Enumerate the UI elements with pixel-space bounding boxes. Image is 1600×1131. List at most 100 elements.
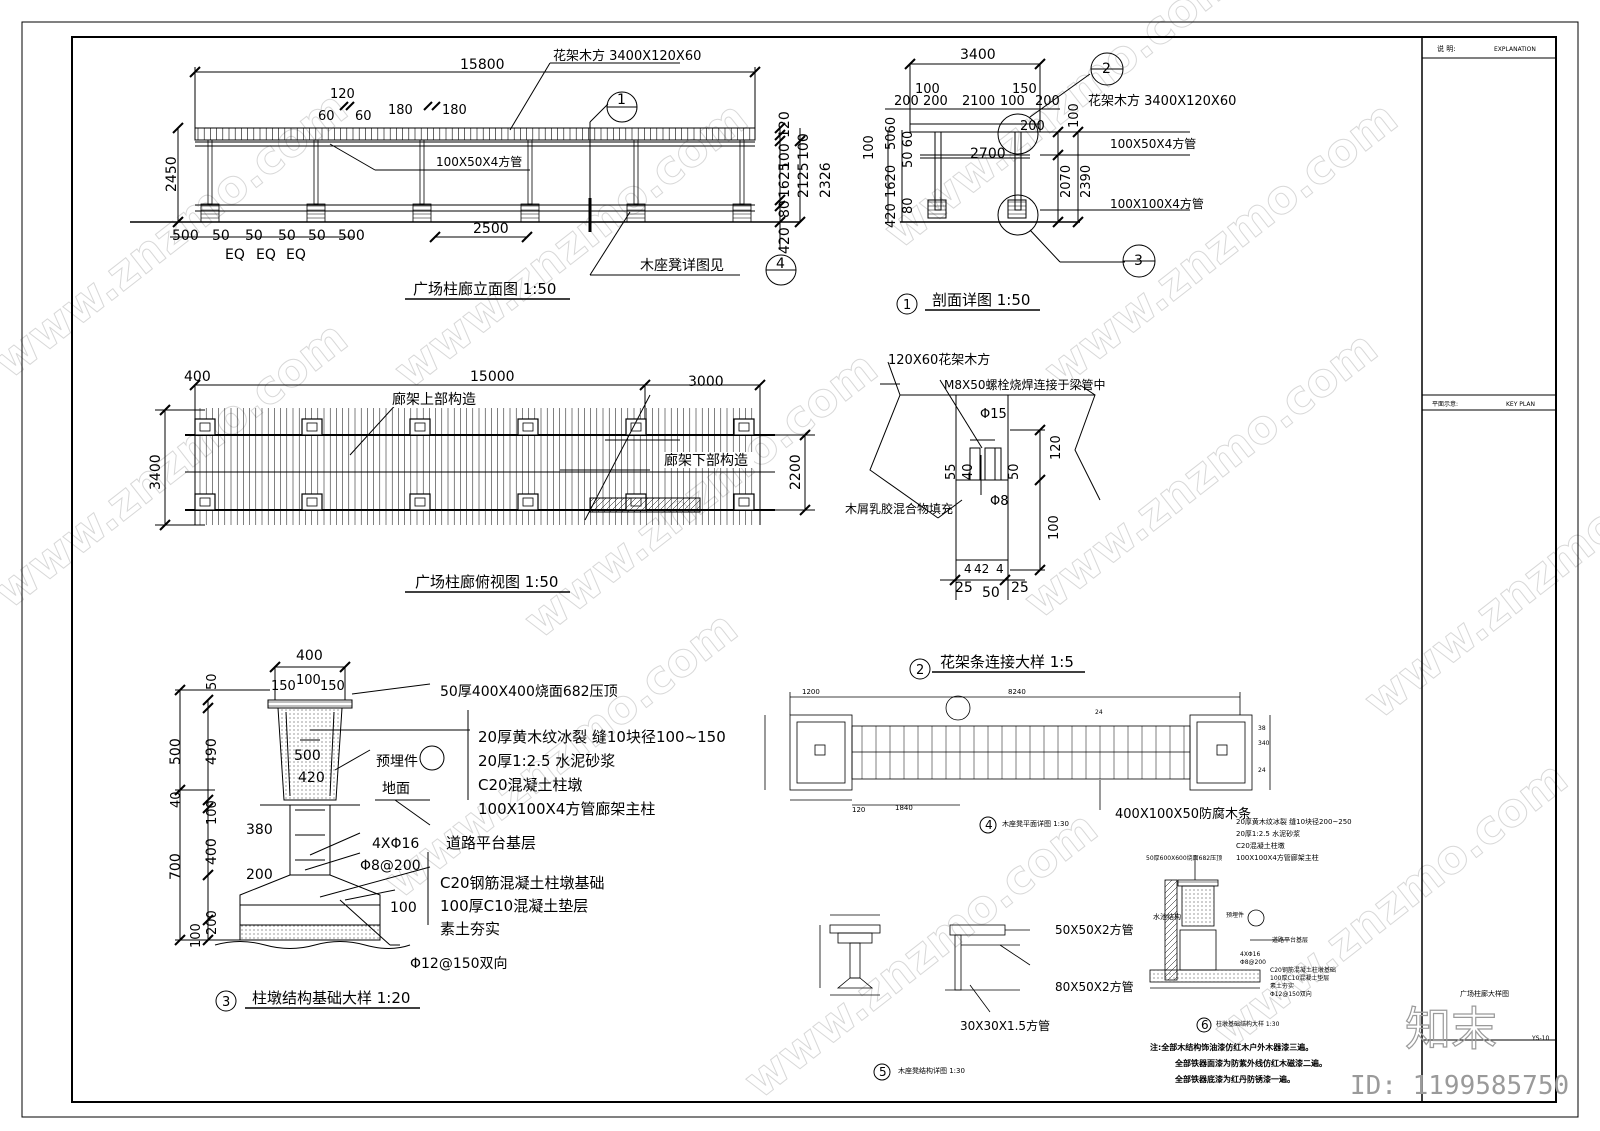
post-plan-inner — [414, 422, 426, 432]
d3-layer: 20厚黄木纹冰裂 缝10块径100~150 — [478, 728, 726, 746]
general-notes: 注:全部木结构饰油漆仿红木户外木器漆三遍。 全部铁器面漆为防紫外线仿红木磁漆二遍… — [1150, 1042, 1327, 1084]
elev-eq: EQ — [225, 247, 245, 263]
d2-bottom-dim: 42 — [974, 562, 989, 576]
d3-left-dim: 100 — [205, 800, 220, 825]
post-plan-inner — [306, 497, 318, 507]
d3-ground: 地面 — [382, 781, 410, 797]
section-left-dim: 420 — [884, 203, 899, 228]
post-plan — [194, 418, 216, 436]
brand-logo-text: 知末 — [1405, 1002, 1497, 1056]
plan-lower-label: 廊架下部构造 — [664, 452, 748, 469]
d6-cap: 50厚600X600烧面682压顶 — [1146, 854, 1222, 862]
post-plan-inner — [738, 497, 750, 507]
callout-2-number: 2 — [1102, 61, 1111, 77]
elev-dim-60b: 60 — [355, 109, 372, 124]
sheet-number: YS-10 — [1531, 1035, 1549, 1042]
title-block-explanation: EXPLANATION — [1494, 46, 1536, 53]
d6-pool: 水池结构 — [1153, 912, 1181, 921]
elevation-labels: 15800 花架木方 3400X120X60 120 60 60 180 180… — [164, 48, 834, 300]
post-plan — [194, 493, 216, 511]
plan-dim-400: 400 — [184, 369, 211, 385]
d2-callout-num: 2 — [916, 663, 924, 678]
d2-filler-label: 木屑乳胶混合物填充 — [845, 501, 953, 516]
d4-dim: 340 — [1258, 740, 1270, 747]
section-dim-3400: 3400 — [960, 47, 996, 63]
elevation-view — [130, 62, 806, 286]
d3-left-dim: 490 — [204, 738, 220, 765]
d3-found: 100厚C10混凝土垫层 — [440, 897, 588, 915]
elev-right-dim: 120 — [777, 111, 793, 138]
d6-embed: 预埋件 — [1226, 911, 1244, 919]
elev-dim-120: 120 — [330, 87, 355, 102]
elev-dim-420: 420 — [777, 227, 793, 254]
detail2-title: 花架条连接大样 1:5 — [940, 653, 1074, 671]
elev-bottom-dim: 50 — [278, 228, 296, 244]
section-dim-200: 200 — [1020, 119, 1045, 134]
section-beam-label: 花架木方 3400X120X60 — [1088, 93, 1236, 109]
d3-inner-dim: 380 — [246, 822, 273, 838]
d3-cap: 50厚400X400烧面682压顶 — [440, 684, 618, 700]
elev-dim-2450: 2450 — [164, 156, 180, 192]
d2-phi8: Φ8 — [990, 494, 1009, 509]
section-pipe-label: 100X50X4方管 — [1110, 136, 1196, 151]
d6-found: 100厚C10混凝土垫层 — [1270, 974, 1329, 982]
post-plan-inner — [414, 497, 426, 507]
post-base — [732, 203, 752, 223]
elev-dim-180a: 180 — [388, 103, 413, 118]
d3-left-dim: 200 — [205, 910, 220, 935]
elev-right-dim: 2326 — [818, 162, 834, 198]
d2-dim-40: 40 — [961, 463, 976, 480]
d3-inner-dim: 500 — [294, 748, 321, 764]
d2-dim-25a: 25 — [955, 580, 973, 596]
post-base — [200, 203, 220, 223]
detail2-labels: 120X60花架木方 M8X50螺栓烧焊连接于梁管中 Φ15 120 55 40… — [845, 352, 1105, 680]
post-plan — [733, 418, 755, 436]
detail4-labels: 1200 8240 1840 120 24 38 340 24 400X100X… — [802, 688, 1270, 834]
d6-base: 道路平台基层 — [1272, 936, 1308, 944]
plan-title: 广场柱廊俯视图 1:50 — [415, 573, 558, 591]
d6-found: 4XΦ16 — [1240, 951, 1260, 958]
post-plan — [301, 418, 323, 436]
watermark-text: www.znzmo.com — [734, 800, 1108, 1109]
drawing-frame — [71, 36, 1557, 1103]
plan-dim-3400: 3400 — [148, 454, 164, 490]
section-top-dim: 100 — [915, 82, 940, 97]
d4-timber-label: 400X100X50防腐木条 — [1115, 806, 1251, 822]
d3-callout-num: 3 — [222, 995, 230, 1010]
section-dim-2700: 2700 — [970, 146, 1006, 162]
post-plan-inner — [199, 422, 211, 432]
detail4-view — [764, 692, 1271, 810]
elev-right-dim: 100 — [796, 133, 812, 160]
detail5-view — [819, 914, 1031, 1013]
section-left-dim: 5060 — [884, 117, 899, 150]
d3-top-dim: 150 — [320, 679, 345, 694]
title-block-keyplan-en: KEY PLAN — [1506, 401, 1535, 408]
outer-frame — [21, 21, 1579, 1118]
d2-bottom-dim: 4 — [996, 562, 1004, 576]
elev-dim-2500: 2500 — [473, 221, 509, 237]
section-view — [885, 52, 1190, 278]
section-left-dim: 100 — [862, 135, 877, 160]
section-dim-100: 100 — [1067, 103, 1082, 128]
image-id-text: ID: 1199585750 — [1350, 1071, 1569, 1101]
d2-bottom-dim: 4 — [964, 562, 972, 576]
d4-callout-num: 4 — [985, 818, 993, 832]
section-left-dim: 50 60 — [901, 131, 916, 168]
section-post-label: 100X100X4方管 — [1110, 196, 1204, 211]
elev-dim-total: 15800 — [460, 57, 505, 73]
d4-dim: 1840 — [895, 804, 913, 812]
elev-bottom-dim: 500 — [172, 228, 199, 244]
elev-right-dim: 100 — [777, 143, 793, 170]
d3-found: C20钢筋混凝土柱墩基础 — [440, 874, 605, 892]
d6-layer: 20厚黄木纹冰裂 缝10块径200~250 — [1236, 817, 1352, 826]
plan-labels: 400 15000 3000 3400 2200 廊架上部构造 廊架下部构造 广… — [148, 369, 804, 593]
d3-left-dim: 50 — [205, 673, 220, 690]
d3-rebar3: Φ12@150双向 — [410, 956, 508, 972]
d2-dim-25b: 25 — [1011, 580, 1029, 596]
plan-upper-label: 廊架上部构造 — [392, 391, 476, 408]
d3-layer: 20厚1:2.5 水泥砂浆 — [478, 752, 615, 770]
d3-inner-dim: 100 — [390, 900, 417, 916]
watermark-text: www.znzmo.com — [1204, 750, 1578, 1059]
d6-found: Φ8@200 — [1240, 959, 1266, 966]
